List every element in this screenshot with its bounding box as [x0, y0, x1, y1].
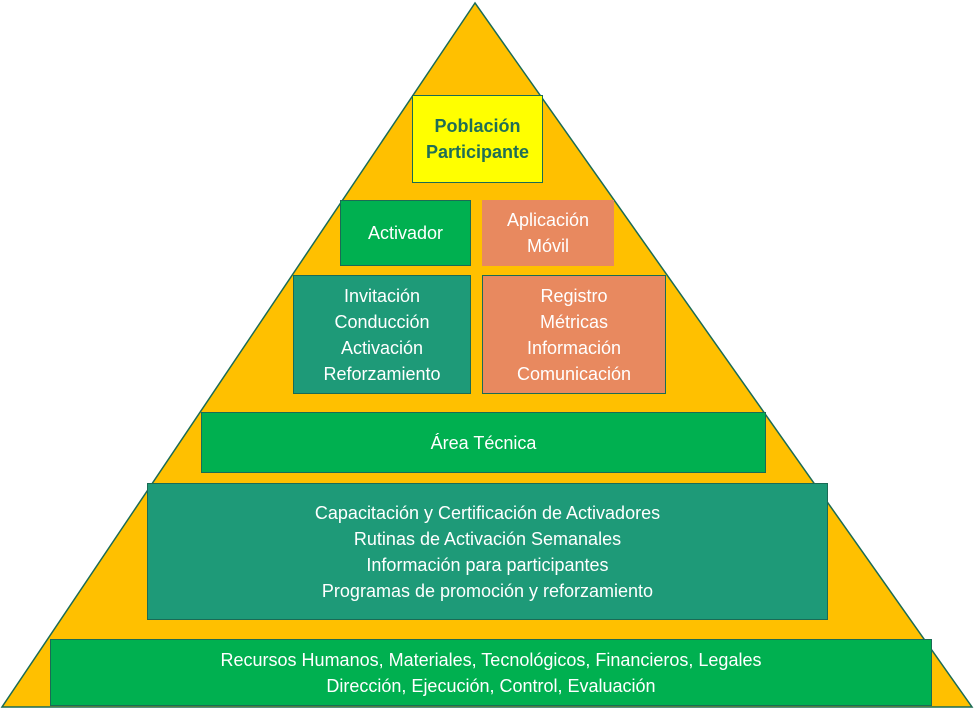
poblacion-participante-box: Población Participante	[412, 95, 543, 183]
box-line: Recursos Humanos, Materiales, Tecnológic…	[220, 649, 762, 670]
box-line: Capacitación y Certificación de Activado…	[314, 502, 661, 523]
app-functions-box: Registro Métricas Información Comunicaci…	[482, 275, 666, 394]
box-line: Participante	[425, 142, 530, 162]
box-line: Métricas	[539, 311, 608, 332]
box-line: Rutinas de Activación Semanales	[353, 528, 622, 549]
box-line: Conducción	[334, 311, 430, 332]
box-line: Activación	[340, 337, 424, 358]
box-line: Información	[526, 337, 622, 358]
activador-tasks-box: Invitación Conducción Activación Reforza…	[293, 275, 471, 394]
box-line: Comunicación	[516, 363, 632, 384]
box-line: Activador	[367, 223, 444, 243]
resources-box: Recursos Humanos, Materiales, Tecnológic…	[50, 639, 932, 706]
box-line: Información para participantes	[366, 554, 609, 575]
aplicacion-movil-box: Aplicación Móvil	[482, 200, 614, 266]
programs-box: Capacitación y Certificación de Activado…	[147, 483, 828, 620]
box-line: Programas de promoción y reforzamiento	[321, 580, 654, 601]
activador-box: Activador	[340, 200, 471, 266]
box-line: Población	[434, 116, 521, 136]
box-line: Registro	[540, 285, 608, 306]
box-line: Aplicación	[506, 210, 590, 230]
box-line: Dirección, Ejecución, Control, Evaluació…	[326, 675, 656, 696]
box-line: Invitación	[343, 285, 421, 306]
box-line: Reforzamiento	[323, 363, 441, 384]
area-tecnica-box: Área Técnica	[201, 412, 766, 473]
box-line: Móvil	[526, 236, 569, 256]
box-line: Área Técnica	[430, 432, 537, 453]
